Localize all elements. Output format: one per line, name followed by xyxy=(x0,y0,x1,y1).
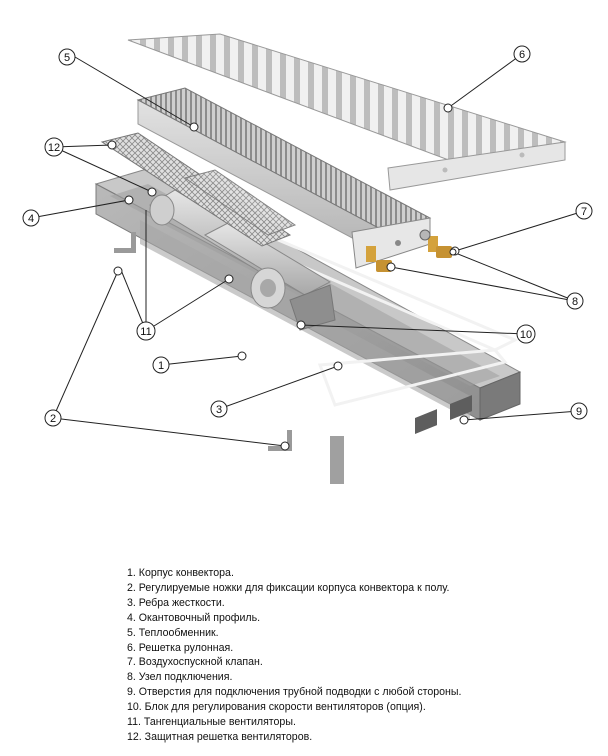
callout-number: 7 xyxy=(581,206,587,218)
callout-number: 3 xyxy=(216,404,222,416)
leader-dots xyxy=(107,103,469,451)
callout-number: 8 xyxy=(572,296,578,308)
legend-item: 3. Ребра жесткости. xyxy=(127,596,225,609)
callout-number: 11 xyxy=(140,326,151,338)
legend-item: 5. Теплообменник. xyxy=(127,626,219,639)
legend-item: 4. Окантовочный профиль. xyxy=(127,611,261,624)
legend-item: 11. Тангенциальные вентиляторы. xyxy=(127,716,296,729)
legend-item: 1. Корпус конвектора. xyxy=(127,567,234,579)
callout-2: 2 xyxy=(44,409,62,427)
adjustable-feet xyxy=(114,232,344,484)
convector-diagram: 1 2 3 4 5 6 7 8 9 10 11 12 xyxy=(22,33,593,484)
callout-7: 7 xyxy=(575,202,593,220)
parts-legend: 1. Корпус конвектора. 2. Регулируемые но… xyxy=(127,566,597,745)
tangential-fans xyxy=(149,189,336,331)
callout-number: 10 xyxy=(520,329,532,341)
callout-9: 9 xyxy=(570,402,588,420)
callout-6: 6 xyxy=(513,45,531,63)
legend-item: 2. Регулируемые ножки для фиксации корпу… xyxy=(127,581,450,594)
callout-4: 4 xyxy=(22,209,40,227)
callout-1: 1 xyxy=(152,356,170,374)
legend-item: 6. Решетка рулонная. xyxy=(127,641,234,654)
legend-item: 9. Отверстия для подключения трубной под… xyxy=(127,686,462,699)
legend-item: 7. Воздухоспускной клапан. xyxy=(127,656,263,669)
fan-guard-mesh xyxy=(100,132,297,247)
connection-fittings xyxy=(366,229,452,272)
callout-11: 11 xyxy=(136,321,156,341)
callout-3: 3 xyxy=(210,400,228,418)
callout-number: 4 xyxy=(28,213,34,225)
roll-grille xyxy=(127,33,567,191)
leader-lines xyxy=(30,53,585,447)
callout-number: 9 xyxy=(576,406,582,418)
legend-item: 8. Узел подключения. xyxy=(127,671,233,684)
legend-item: 12. Защитная решетка вентиляторов. xyxy=(127,730,313,743)
callout-5: 5 xyxy=(58,48,76,66)
callout-number: 12 xyxy=(48,142,60,154)
callout-number: 5 xyxy=(64,52,70,64)
callout-10: 10 xyxy=(516,324,536,344)
legend-item: 10. Блок для регулирования скорости вент… xyxy=(127,701,426,714)
callout-number: 2 xyxy=(50,413,56,425)
callout-number: 1 xyxy=(158,360,164,372)
callout-12: 12 xyxy=(44,137,64,157)
callout-number: 6 xyxy=(519,49,525,61)
callout-8: 8 xyxy=(566,292,584,310)
